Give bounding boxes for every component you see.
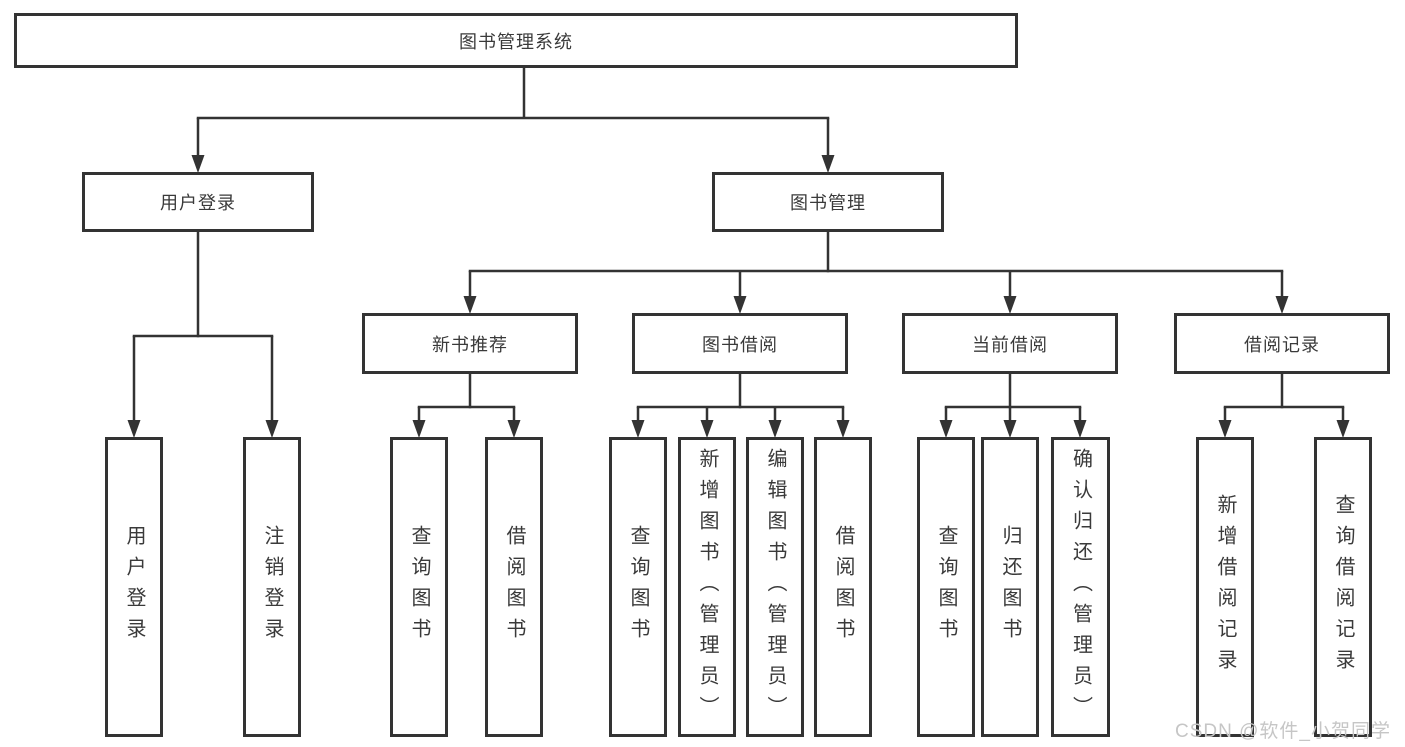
node-label: 当前借阅 xyxy=(972,334,1048,355)
node-label: 新增图书（管理员） xyxy=(696,447,718,727)
node-label: 确认归还（管理员） xyxy=(1069,447,1092,727)
node-label: 查询图书 xyxy=(408,525,430,649)
leaf-borrow-books: 借阅图书 xyxy=(814,437,872,737)
leaf-recommend-borrow-books: 借阅图书 xyxy=(485,437,543,737)
node-label: 归还图书 xyxy=(999,525,1021,649)
node-label: 借阅记录 xyxy=(1244,334,1320,355)
node-label: 借阅图书 xyxy=(832,525,854,649)
leaf-edit-books-admin: 编辑图书（管理员） xyxy=(746,437,804,737)
node-label: 借阅图书 xyxy=(503,525,525,649)
node-book-borrowing: 图书借阅 xyxy=(632,313,848,374)
node-borrowing-records: 借阅记录 xyxy=(1174,313,1390,374)
node-label: 用户登录 xyxy=(160,193,236,213)
leaf-recommend-query-books: 查询图书 xyxy=(390,437,448,737)
node-label: 用户登录 xyxy=(123,525,145,649)
node-label: 图书管理系统 xyxy=(459,31,573,52)
leaf-query-borrow-record: 查询借阅记录 xyxy=(1314,437,1372,737)
leaf-logout: 注销登录 xyxy=(243,437,301,737)
leaf-user-login: 用户登录 xyxy=(105,437,163,737)
node-new-book-recommend: 新书推荐 xyxy=(362,313,578,374)
leaf-borrow-query-books: 查询图书 xyxy=(609,437,667,737)
csdn-watermark: CSDN @软件_小贺同学 xyxy=(1175,721,1391,742)
leaf-add-books-admin: 新增图书（管理员） xyxy=(678,437,736,737)
node-label: 查询图书 xyxy=(935,525,957,649)
node-root-system: 图书管理系统 xyxy=(14,13,1018,68)
node-user-login-module: 用户登录 xyxy=(82,172,314,232)
leaf-add-borrow-record: 新增借阅记录 xyxy=(1196,437,1254,737)
node-label: 图书管理 xyxy=(790,193,866,213)
node-label: 查询图书 xyxy=(627,525,649,649)
node-label: 查询借阅记录 xyxy=(1332,494,1354,680)
leaf-confirm-return-admin: 确认归还（管理员） xyxy=(1051,437,1110,737)
node-current-borrowing: 当前借阅 xyxy=(902,313,1118,374)
node-label: 新书推荐 xyxy=(432,334,508,355)
node-label: 图书借阅 xyxy=(702,334,778,355)
leaf-return-books: 归还图书 xyxy=(981,437,1039,737)
node-book-management-module: 图书管理 xyxy=(712,172,944,232)
node-label: 新增借阅记录 xyxy=(1214,494,1236,680)
leaf-current-query-books: 查询图书 xyxy=(917,437,975,737)
node-label: 编辑图书（管理员） xyxy=(764,447,786,727)
node-label: 注销登录 xyxy=(261,525,283,649)
